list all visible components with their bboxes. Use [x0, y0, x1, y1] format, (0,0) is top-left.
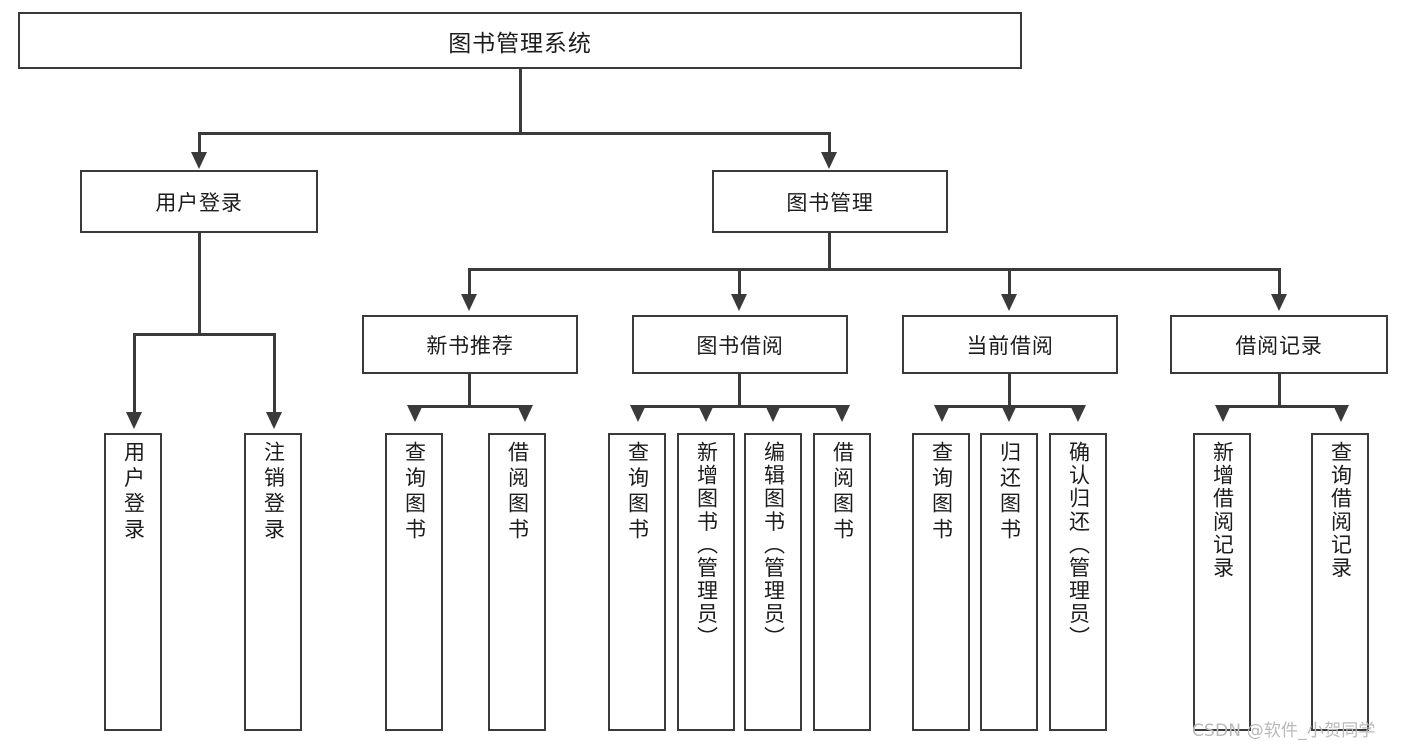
- arrowhead-current-leaf-3: [1070, 405, 1086, 422]
- leaf-record-query-record[interactable]: 查询借阅记录: [1311, 433, 1369, 731]
- node-label: 当前借阅: [966, 333, 1054, 358]
- node-label: 用户登录: [155, 190, 243, 215]
- arrowhead-book-borrow: [731, 294, 747, 311]
- connector-root-bus: [198, 132, 830, 135]
- connector-user-login-bus: [133, 333, 275, 336]
- node-new-book-recommend[interactable]: 新书推荐: [362, 315, 578, 374]
- connector-user-login-drop-2: [273, 333, 276, 416]
- connector-book-manage-bus: [468, 268, 1280, 271]
- leaf-user-login[interactable]: 用户登录: [104, 433, 162, 731]
- leaf-record-add-record[interactable]: 新增借阅记录: [1193, 433, 1251, 731]
- leaf-recommend-query-book[interactable]: 查询图书: [385, 433, 443, 731]
- connector-l3-drop-3: [1008, 268, 1011, 298]
- connector-user-login-drop-1: [133, 333, 136, 416]
- arrowhead-current-leaf-2: [1001, 405, 1017, 422]
- arrowhead-borrow-record: [1271, 294, 1287, 311]
- leaf-recommend-borrow-book[interactable]: 借阅图书: [488, 433, 546, 731]
- leaf-borrow-borrow-book[interactable]: 借阅图书: [813, 433, 871, 731]
- connector-user-login-stem: [198, 233, 201, 335]
- leaf-current-return-book[interactable]: 归还图书: [980, 433, 1038, 731]
- leaf-borrow-edit-book-admin[interactable]: 编辑图书（管理员）: [744, 433, 802, 731]
- connector-record-bus: [1222, 405, 1340, 408]
- arrowhead-new-book-recommend: [461, 294, 477, 311]
- connector-root-drop-right: [828, 132, 831, 156]
- connector-recommend-stem: [468, 374, 471, 407]
- node-label: 借阅记录: [1235, 333, 1323, 358]
- leaf-current-query-book[interactable]: 查询图书: [912, 433, 970, 731]
- arrowhead-leaf-logout: [266, 412, 282, 429]
- connector-record-stem: [1278, 374, 1281, 407]
- arrowhead-recommend-leaf-1: [407, 405, 423, 422]
- node-label: 新书推荐: [426, 333, 514, 358]
- node-label: 查询图书: [625, 441, 650, 544]
- node-label: 注销登录: [261, 441, 286, 544]
- arrowhead-user-login: [191, 152, 207, 169]
- node-label: 确认归还（管理员）: [1066, 441, 1091, 649]
- node-label: 查询图书: [402, 441, 427, 544]
- arrowhead-borrow-leaf-2: [698, 405, 714, 422]
- arrowhead-borrow-leaf-4: [834, 405, 850, 422]
- leaf-current-confirm-return-admin[interactable]: 确认归还（管理员）: [1049, 433, 1107, 731]
- node-label: 查询借阅记录: [1328, 441, 1353, 580]
- connector-root-drop-left: [198, 132, 201, 156]
- node-label: 借阅图书: [505, 441, 530, 544]
- leaf-borrow-query-book[interactable]: 查询图书: [608, 433, 666, 731]
- connector-l3-drop-4: [1278, 268, 1281, 298]
- node-label: 图书管理: [786, 190, 874, 215]
- node-label: 新增借阅记录: [1210, 441, 1235, 580]
- node-book-management[interactable]: 图书管理: [712, 170, 948, 233]
- connector-current-stem: [1008, 374, 1011, 407]
- connector-l3-drop-2: [738, 268, 741, 298]
- connector-recommend-bus: [414, 405, 524, 408]
- node-label: 用户登录: [121, 441, 146, 544]
- node-user-login[interactable]: 用户登录: [80, 170, 318, 233]
- connector-root-stem: [519, 69, 522, 134]
- arrowhead-recommend-leaf-2: [517, 405, 533, 422]
- node-label: 归还图书: [997, 441, 1022, 544]
- connector-borrow-bus: [637, 405, 841, 408]
- arrowhead-record-leaf-1: [1215, 405, 1231, 422]
- connector-book-manage-stem: [828, 233, 831, 270]
- leaf-borrow-add-book-admin[interactable]: 新增图书（管理员）: [677, 433, 735, 731]
- node-label: 编辑图书（管理员）: [761, 441, 786, 649]
- node-label: 新增图书（管理员）: [694, 441, 719, 649]
- connector-borrow-stem: [738, 374, 741, 407]
- arrowhead-current-leaf-1: [934, 405, 950, 422]
- node-label: 图书管理系统: [448, 30, 592, 57]
- leaf-logout[interactable]: 注销登录: [244, 433, 302, 731]
- arrowhead-record-leaf-2: [1333, 405, 1349, 422]
- node-label: 图书借阅: [696, 333, 784, 358]
- node-borrow-record[interactable]: 借阅记录: [1170, 315, 1388, 374]
- arrowhead-book-manage: [821, 152, 837, 169]
- arrowhead-leaf-user-login: [126, 412, 142, 429]
- node-current-borrow[interactable]: 当前借阅: [902, 315, 1118, 374]
- node-root-system[interactable]: 图书管理系统: [18, 12, 1022, 69]
- node-label: 查询图书: [929, 441, 954, 544]
- node-book-borrow[interactable]: 图书借阅: [632, 315, 848, 374]
- connector-l3-drop-1: [468, 268, 471, 298]
- arrowhead-borrow-leaf-1: [630, 405, 646, 422]
- arrowhead-borrow-leaf-3: [765, 405, 781, 422]
- arrowhead-current-borrow: [1001, 294, 1017, 311]
- node-label: 借阅图书: [830, 441, 855, 544]
